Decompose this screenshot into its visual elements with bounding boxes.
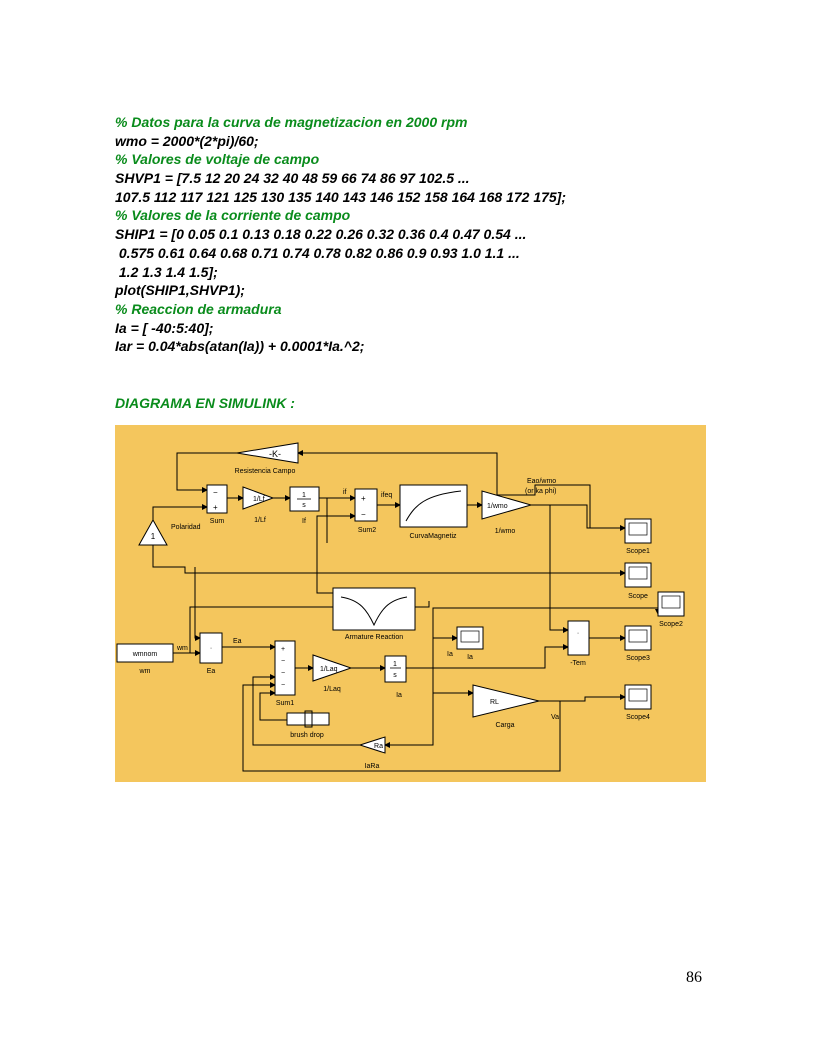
one-over-lf-block[interactable]: 1/Lf (242, 486, 275, 510)
one-over-wmo-block[interactable]: 1/wmo (481, 490, 533, 520)
ra-gain-block[interactable]: Ra (358, 736, 386, 754)
sum2-label: Sum2 (358, 527, 376, 534)
sum-label: Sum (210, 518, 225, 525)
one-over-laq-text: 1/Laq (320, 666, 338, 673)
brush-drop-label: brush drop (290, 732, 324, 739)
one-over-laq-label: 1/Laq (323, 686, 341, 693)
wmnom-block[interactable]: wmnom (116, 643, 174, 663)
sum2-minus-sign: − (361, 510, 366, 519)
gain-k-label: -K- (269, 449, 281, 459)
armature-reaction-label: Armature Reaction (345, 634, 403, 641)
code-line: wmo = 2000*(2*pi)/60; (115, 132, 259, 149)
eao-label-line2: (or ka phi) (525, 488, 557, 495)
sum1-sign-2: − (281, 658, 285, 665)
sum-block[interactable]: − + (206, 484, 228, 514)
if-integrator-block[interactable]: 1 s (289, 486, 320, 512)
ra-text: Ra (374, 743, 383, 750)
wm-label: wm (139, 668, 151, 675)
one-over-lf-label: 1/Lf (254, 517, 266, 524)
if-signal-label: if (343, 489, 347, 496)
sum1-block[interactable]: + − − − (274, 640, 296, 696)
armature-reaction-block[interactable] (332, 587, 416, 631)
code-comment-line: % Datos para la curva de magnetizacion e… (115, 114, 468, 130)
tem-product-block[interactable]: · (567, 620, 590, 656)
sum-minus-sign: − (213, 488, 218, 497)
code-line: plot(SHIP1,SHVP1); (115, 282, 245, 299)
scope4-label: Scope4 (626, 714, 650, 721)
curva-magnetiz-block[interactable] (399, 484, 468, 528)
scope4-block[interactable] (624, 684, 652, 710)
one-over-wmo-label: 1/wmo (495, 528, 516, 535)
ia-label: Ia (396, 692, 402, 699)
curva-label: CurvaMagnetiz (409, 533, 457, 540)
iara-label: IaRa (365, 763, 380, 770)
if-int-den: s (302, 502, 306, 509)
code-line: SHVP1 = [7.5 12 20 24 32 40 48 59 66 74 … (115, 170, 470, 187)
if-label: If (302, 518, 306, 525)
scope1-block[interactable] (624, 518, 652, 544)
ia-int-num: 1 (393, 661, 397, 668)
code-comment-line: % Reaccion de armadura (115, 300, 282, 317)
tem-product-dot: · (577, 630, 579, 637)
ifeq-signal-label: ifeq (381, 492, 392, 499)
page-number: 86 (686, 969, 702, 986)
resistencia-campo-gain[interactable]: -K- (236, 442, 299, 464)
tem-label: -Tem (570, 660, 586, 667)
brush-drop-block[interactable] (286, 710, 330, 728)
scope-label: Scope (628, 593, 648, 600)
sum1-sign-4: − (281, 682, 285, 689)
scope3-label: Scope3 (626, 655, 650, 662)
resistencia-campo-label: Resistencia Campo (235, 468, 296, 475)
scope2-block[interactable] (657, 591, 685, 617)
carga-label: Carga (495, 722, 514, 729)
polaridad-block[interactable]: 1 (138, 518, 168, 546)
scope1-label: Scope1 (626, 548, 650, 555)
sum2-block[interactable]: + − (354, 488, 378, 522)
one-over-wmo-text: 1/wmo (487, 503, 508, 510)
scope2-label: Scope2 (659, 621, 683, 628)
rl-text: RL (490, 699, 499, 706)
code-line: 107.5 112 117 121 125 130 135 140 143 14… (115, 188, 567, 205)
eao-label-line1: Eao/wmo (527, 478, 556, 485)
code-line: 1.2 1.3 1.4 1.5]; (115, 263, 218, 280)
polaridad-value: 1 (151, 532, 156, 541)
one-over-laq-block[interactable]: 1/Laq (312, 654, 353, 682)
simulink-diagram: -K- Resistencia Campo 1 Polaridad − + Su… (115, 425, 706, 782)
va-signal-label: Va (551, 714, 559, 721)
code-line: Iar = 0.04*abs(atan(Ia)) + 0.0001*Ia.^2; (115, 338, 365, 355)
ia-integrator-block[interactable]: 1 s (384, 655, 407, 683)
ia-display-label: Ia (467, 654, 473, 661)
scope3-block[interactable] (624, 625, 652, 651)
code-comment-line: % Valores de la corriente de campo (115, 207, 351, 224)
ea-label: Ea (207, 668, 216, 675)
sum1-sign-1: + (281, 646, 285, 653)
ea-signal-label: Ea (233, 638, 242, 645)
code-line: SHIP1 = [0 0.05 0.1 0.13 0.18 0.22 0.26 … (115, 226, 527, 243)
sum2-plus-sign: + (361, 494, 366, 503)
sum1-label: Sum1 (276, 700, 294, 707)
code-listing: % Datos para la curva de magnetizacion e… (115, 113, 715, 356)
ia-int-den: s (393, 672, 397, 679)
one-over-lf-text: 1/Lf (253, 496, 265, 503)
wm-signal-label: wm (176, 645, 188, 652)
simulink-heading: DIAGRAMA EN SIMULINK : (115, 395, 295, 411)
wmnom-text: wmnom (132, 651, 158, 658)
code-line: 0.575 0.61 0.64 0.68 0.71 0.74 0.78 0.82… (115, 244, 520, 261)
code-line: Ia = [ -40:5:40]; (115, 319, 214, 336)
sum1-sign-3: − (281, 670, 285, 677)
carga-block[interactable]: RL (472, 684, 540, 718)
sum-plus-sign: + (213, 503, 218, 512)
diagram-svg: -K- Resistencia Campo 1 Polaridad − + Su… (115, 425, 706, 782)
if-int-num: 1 (302, 492, 306, 499)
scope-block[interactable] (624, 562, 652, 588)
code-comment-line: % Valores de voltaje de campo (115, 151, 320, 168)
polaridad-label: Polaridad (171, 524, 201, 531)
ea-product-dot: · (210, 645, 212, 652)
ea-product-block[interactable]: · (199, 632, 223, 664)
ia-display-block[interactable] (456, 626, 484, 650)
ia-signal-label: Ia (447, 651, 453, 658)
